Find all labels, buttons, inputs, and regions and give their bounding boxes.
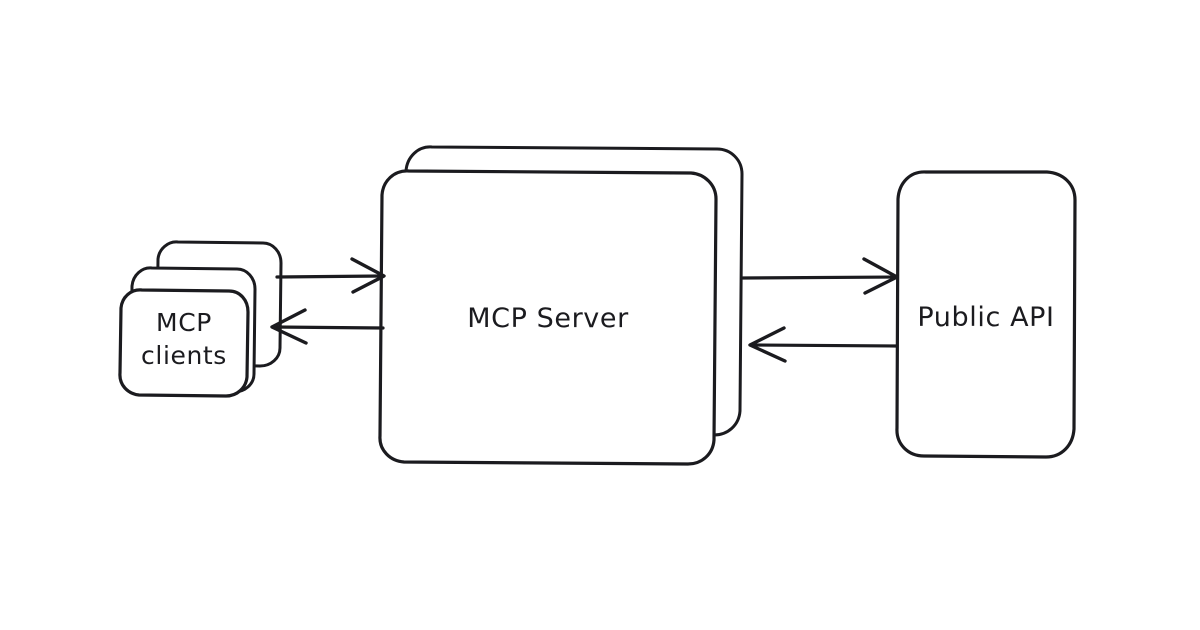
- mcp-clients-label-line2: clients: [141, 341, 227, 370]
- edge-clients-to-server-line: [275, 274, 385, 279]
- edge-api-to-server-arrowhead: [748, 326, 787, 363]
- edge-server-to-api-arrowhead: [862, 257, 899, 295]
- mcp-server-label: MCP Server: [467, 303, 629, 334]
- edge-api-to-server-line: [750, 343, 898, 348]
- edge-server-to-clients-line: [272, 325, 385, 330]
- edge-api-to-server[interactable]: [748, 326, 898, 363]
- node-public-api[interactable]: Public API: [895, 170, 1077, 459]
- edge-server-to-api[interactable]: [741, 257, 899, 295]
- public-api-card: [895, 170, 1077, 459]
- mcp-clients-label-line1: MCP: [156, 308, 212, 337]
- public-api-label: Public API: [917, 302, 1054, 333]
- mcp-server-panel-front: [378, 169, 718, 466]
- mcp-clients-card-front: [118, 288, 250, 398]
- edge-server-to-clients[interactable]: [270, 308, 385, 345]
- node-mcp-server[interactable]: MCP Server: [378, 145, 744, 466]
- node-mcp-clients[interactable]: MCP clients: [118, 240, 283, 398]
- edge-clients-to-server[interactable]: [275, 257, 386, 294]
- edge-clients-to-server-arrowhead: [350, 257, 386, 294]
- edge-server-to-api-line: [741, 275, 898, 280]
- edge-server-to-clients-arrowhead: [270, 308, 308, 345]
